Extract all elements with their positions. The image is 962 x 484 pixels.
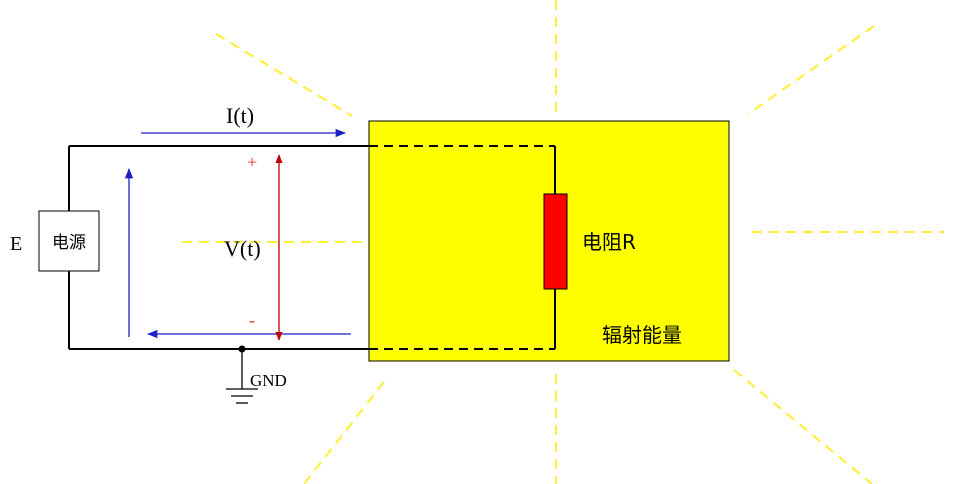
- radiation-ray: [303, 381, 385, 484]
- source-terminal-label: E: [10, 233, 22, 255]
- resistor: [543, 193, 568, 290]
- radiation-rays: [182, 0, 944, 484]
- hidden-wires: [369, 145, 555, 350]
- power-source-label: 电源: [52, 233, 86, 253]
- region-label: 辐射能量: [602, 323, 682, 347]
- current-label: I(t): [226, 103, 254, 128]
- radiation-ray: [733, 369, 873, 484]
- radiation-ray: [215, 33, 353, 117]
- ground-label: GND: [250, 371, 287, 390]
- voltage-label: V(t): [224, 236, 261, 261]
- voltage-minus-sign: -: [249, 310, 255, 330]
- radiation-ray: [747, 25, 875, 115]
- resistor-label: 电阻R: [582, 230, 636, 254]
- ground-symbol: [226, 349, 258, 404]
- power-source-box: [38, 210, 100, 272]
- circuit-wires: [68, 145, 556, 350]
- voltage-plus-sign: +: [247, 152, 257, 172]
